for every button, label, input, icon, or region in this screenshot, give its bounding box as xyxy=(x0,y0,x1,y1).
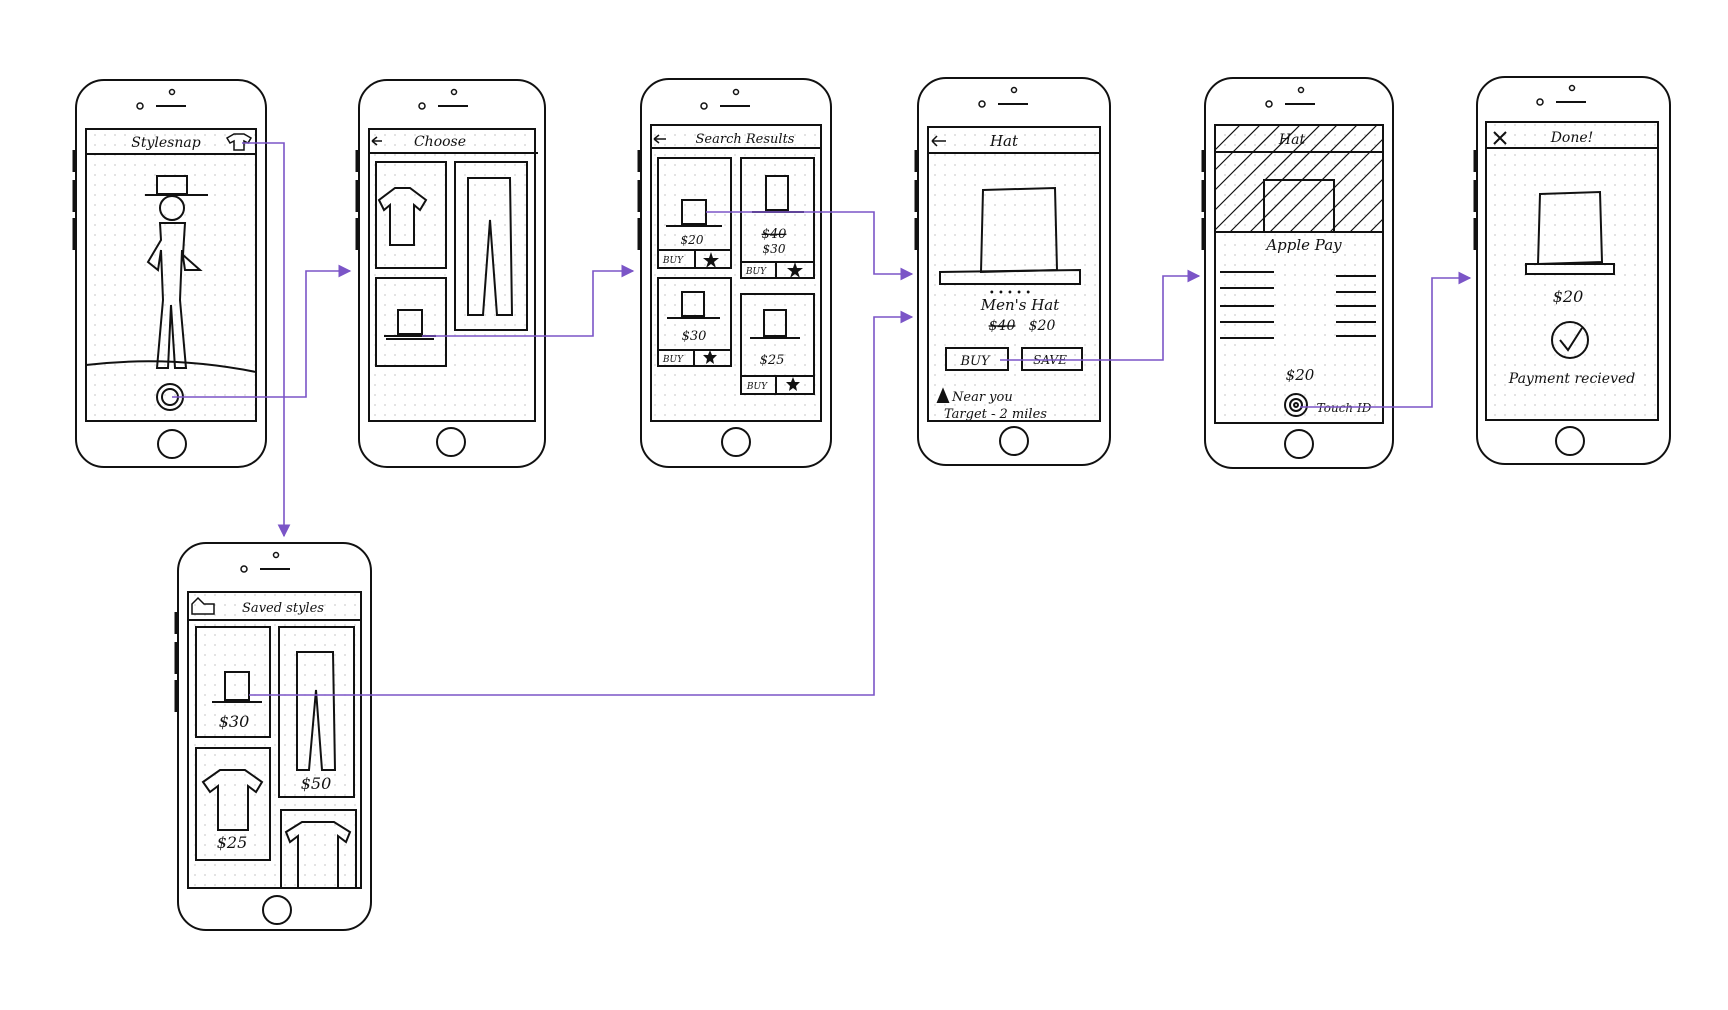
arrow-stylesnap-to-choose xyxy=(172,264,352,398)
arrow-choose-to-search xyxy=(422,264,635,337)
search-card4-buy[interactable]: BUY xyxy=(746,382,768,392)
applepay-label: Apple Pay xyxy=(1264,236,1342,254)
hat-near-you: Near you xyxy=(951,390,1013,405)
applepay-price: $20 xyxy=(1286,366,1315,384)
flow-arrows xyxy=(172,142,1472,696)
search-card2-buy[interactable]: BUY xyxy=(745,267,767,277)
search-card2-old-price: $40 xyxy=(762,227,787,242)
saved-price-1: $30 xyxy=(219,712,250,731)
phone-done xyxy=(1473,76,1671,465)
hat-title: Hat xyxy=(989,132,1019,150)
saved-price-2: $50 xyxy=(301,774,332,793)
phone-applepay xyxy=(1201,77,1394,469)
hat-dots: • • • • • xyxy=(989,288,1031,299)
phone-saved xyxy=(174,542,372,931)
arrow-search-to-hat xyxy=(706,211,914,281)
search-title: Search Results xyxy=(696,132,795,147)
phone-hat xyxy=(914,77,1111,466)
arrow-saved-to-hat xyxy=(249,310,914,696)
phone-stylesnap xyxy=(72,79,267,468)
done-title: Done! xyxy=(1550,130,1594,146)
hat-price: $20 xyxy=(1029,318,1056,334)
arrow-applepay-to-done xyxy=(1300,271,1472,408)
saved-price-3: $25 xyxy=(217,833,248,852)
hat-product-name: Men's Hat xyxy=(980,296,1061,314)
phone-search xyxy=(637,78,832,468)
applepay-touch-id[interactable]: Touch ID xyxy=(1317,401,1372,415)
stylesnap-title: Stylesnap xyxy=(131,135,200,151)
applepay-hatch xyxy=(1214,124,1384,233)
search-card1-buy[interactable]: BUY xyxy=(662,256,684,266)
arrow-stylesnap-to-saved xyxy=(242,142,291,538)
arrow-hat-to-applepay xyxy=(1000,269,1201,361)
choose-title: Choose xyxy=(414,134,466,150)
phone-choose xyxy=(355,79,546,468)
search-card3-price: $30 xyxy=(682,329,707,344)
done-price: $20 xyxy=(1553,287,1584,306)
search-card2-price: $30 xyxy=(763,242,786,256)
hat-old-price: $40 xyxy=(989,318,1016,334)
saved-title: Saved styles xyxy=(242,601,324,616)
search-card4-price: $25 xyxy=(760,353,785,368)
hat-buy-button[interactable]: BUY xyxy=(959,354,991,369)
search-card1-price: $20 xyxy=(681,233,704,247)
done-message: Payment recieved xyxy=(1508,371,1635,387)
applepay-title: Hat xyxy=(1278,132,1306,148)
search-card3-buy[interactable]: BUY xyxy=(662,355,684,365)
hat-store: Target - 2 miles xyxy=(944,407,1047,422)
